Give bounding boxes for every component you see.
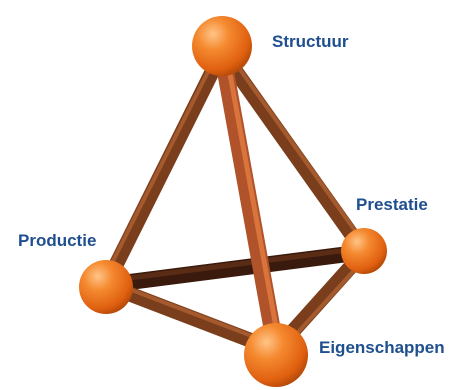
label-prestatie: Prestatie <box>356 195 428 214</box>
sphere-structuur <box>192 16 252 76</box>
label-productie: Productie <box>18 231 96 250</box>
rod-structuur-eigenschappen-highlight <box>223 49 283 352</box>
rod-productie-eigenschappen <box>98 277 284 358</box>
sphere-productie <box>79 260 133 314</box>
rod-productie-prestatie-highlight <box>103 245 367 284</box>
rod-structuur-productie <box>98 44 230 293</box>
rod-structuur-eigenschappen <box>213 43 285 359</box>
rod-structuur-productie-highlight <box>100 50 220 285</box>
sphere-prestatie <box>341 228 387 274</box>
rod-structuur-prestatie <box>214 44 372 260</box>
rod-structuur-prestatie-highlight <box>224 48 370 251</box>
rod-productie-eigenschappen-highlight <box>106 279 280 348</box>
label-structuur: Structuur <box>272 32 349 51</box>
rod-productie-prestatie <box>98 244 372 293</box>
sphere-eigenschappen <box>244 323 308 387</box>
label-eigenschappen: Eigenschappen <box>319 338 445 357</box>
